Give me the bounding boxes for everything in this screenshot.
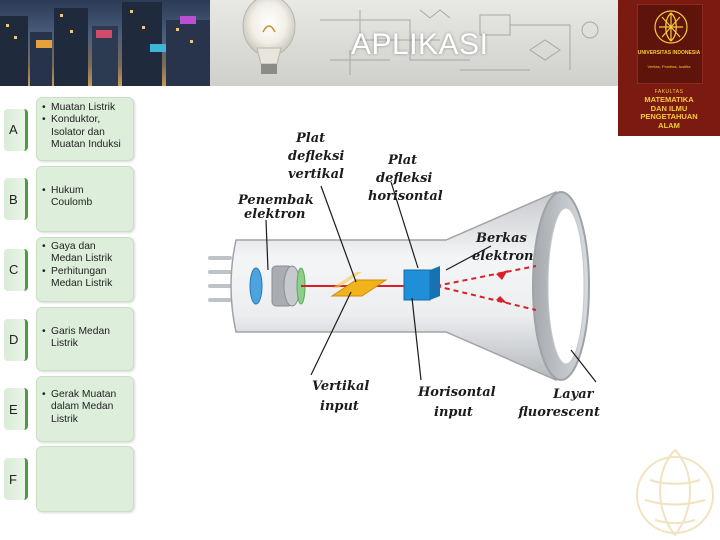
- menu-letter-c: C: [9, 262, 19, 277]
- menu-row-d[interactable]: D Garis Medan Listrik: [0, 307, 134, 371]
- menu-letter-e: E: [9, 402, 18, 417]
- menu-tab-c[interactable]: [4, 249, 28, 291]
- menu-item: Perhitungan Medan Listrik: [41, 266, 127, 291]
- tube-pins: [208, 256, 232, 302]
- menu-item: Gerak Muatan dalam Medan Listrik: [41, 389, 127, 426]
- light-bulb-icon: [242, 0, 296, 74]
- menu-row-b[interactable]: B Hukum Coulomb: [0, 166, 134, 232]
- menu-row-f[interactable]: F: [0, 446, 134, 512]
- menu-card-a[interactable]: Muatan Listrik Konduktor, Isolator dan M…: [36, 97, 134, 161]
- header-banner: APLIKASI: [0, 0, 720, 86]
- menu-item: Garis Medan Listrik: [41, 326, 127, 351]
- faculty-name: MATEMATIKA DAN ILMU PENGETAHUAN ALAM: [640, 95, 698, 130]
- makara-crest-icon: [637, 4, 703, 84]
- menu-item: Konduktor, Isolator dan Muatan Induksi: [41, 114, 127, 151]
- horizontal-deflection-plates: [403, 266, 440, 301]
- university-name: UNIVERSITAS INDONESIA: [637, 50, 701, 56]
- menu-row-c[interactable]: C Gaya dan Medan Listrik Perhitungan Med…: [0, 237, 134, 302]
- cathode: [249, 267, 263, 305]
- menu-tab-b[interactable]: [4, 178, 28, 220]
- menu-letter-d: D: [9, 332, 19, 347]
- menu-row-a[interactable]: A Muatan Listrik Konduktor, Isolator dan…: [0, 97, 134, 161]
- menu-item: Muatan Listrik: [41, 102, 127, 115]
- label-plat-vertikal: Plat defleksi vertikal: [288, 131, 349, 182]
- menu-tab-e[interactable]: [4, 388, 28, 430]
- menu-card-b[interactable]: Hukum Coulomb: [36, 166, 134, 232]
- menu-card-f[interactable]: [36, 446, 134, 512]
- label-berkas-elektron: Berkas elektron: [472, 231, 533, 264]
- menu-item: Gaya dan Medan Listrik: [41, 241, 127, 266]
- page-title: APLIKASI: [351, 28, 489, 61]
- leader-lines: [265, 181, 597, 383]
- menu-tab-f[interactable]: [4, 458, 28, 500]
- menu-item: Hukum Coulomb: [41, 185, 127, 210]
- menu-tab-a[interactable]: [4, 109, 28, 151]
- menu-card-e[interactable]: Gerak Muatan dalam Medan Listrik: [36, 376, 134, 442]
- university-motto: Veritas, Probitas, Iustitia: [647, 64, 691, 69]
- menu-card-d[interactable]: Garis Medan Listrik: [36, 307, 134, 371]
- menu-letter-a: A: [9, 122, 18, 137]
- menu-tab-d[interactable]: [4, 319, 28, 361]
- circuit-drawing: [320, 9, 599, 75]
- label-plat-horisontal: Plat defleksi horisontal: [368, 153, 443, 204]
- label-layar-fluorescent: Layar fluorescent: [517, 387, 600, 420]
- label-penembak-elektron: Penembak elektron: [237, 193, 318, 222]
- menu-row-e[interactable]: E Gerak Muatan dalam Medan Listrik: [0, 376, 134, 442]
- crt-diagram: Plat defleksi vertikal Plat defleksi hor…: [208, 131, 600, 420]
- menu-letter-f: F: [9, 472, 17, 487]
- makara-watermark-icon: [636, 448, 714, 537]
- label-vertikal-input: Vertikal input: [312, 379, 374, 414]
- menu-letter-b: B: [9, 192, 18, 207]
- menu-card-c[interactable]: Gaya dan Medan Listrik Perhitungan Medan…: [36, 237, 134, 302]
- vertical-deflection-plates: [330, 272, 388, 297]
- faculty-label: FAKULTAS: [654, 89, 684, 95]
- label-horisontal-input: Horisontal input: [417, 385, 500, 420]
- city-night-photo: [0, 0, 210, 86]
